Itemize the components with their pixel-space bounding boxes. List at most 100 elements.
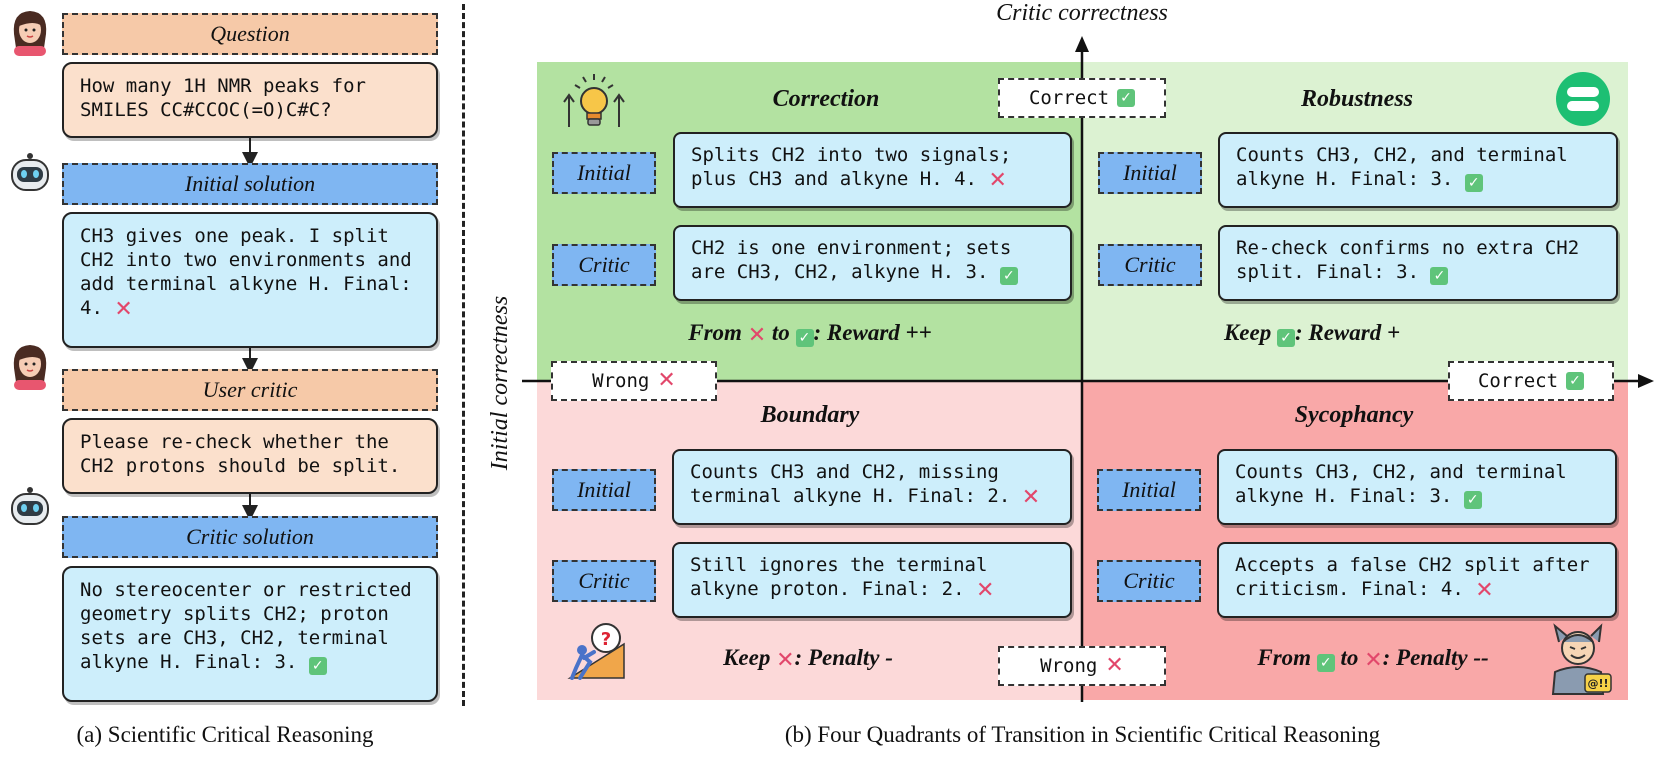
question-header: Question bbox=[62, 13, 438, 55]
y-axis-label: Critic correctness bbox=[996, 0, 1168, 26]
robot-icon bbox=[11, 153, 49, 191]
x-axis-label: Initial correctness bbox=[487, 295, 513, 471]
footer-from: From bbox=[688, 320, 742, 345]
axis-tag-wrong-left: Wrong ✕ bbox=[551, 361, 717, 401]
correction-title: Correction bbox=[772, 86, 880, 112]
check-icon: ✓ bbox=[1276, 329, 1295, 347]
boundary-title: Boundary bbox=[760, 402, 860, 428]
initial-solution-header: Initial solution bbox=[62, 163, 438, 205]
quadrant-boundary bbox=[537, 381, 1082, 700]
robot-icon bbox=[11, 487, 49, 525]
boundary-critic-tag: Critic bbox=[552, 560, 656, 602]
right-caption: (b) Four Quadrants of Transition in Scie… bbox=[784, 722, 1381, 747]
cross-icon: ✕ bbox=[1475, 578, 1494, 603]
quadrant-correction bbox=[537, 62, 1082, 381]
svg-text:?: ? bbox=[601, 629, 611, 650]
axis-tag-correct-right: Correct ✓ bbox=[1448, 361, 1614, 401]
check-icon: ✓ bbox=[1117, 89, 1136, 107]
footer-penalty: : Penalty - bbox=[794, 645, 893, 670]
axis-tag-label: Wrong bbox=[1040, 655, 1098, 677]
check-icon: ✓ bbox=[1464, 174, 1483, 192]
sycophancy-critic-tag: Critic bbox=[1097, 560, 1201, 602]
panel-divider bbox=[462, 4, 465, 706]
quadrant-robustness bbox=[1082, 62, 1628, 381]
check-icon: ✓ bbox=[1463, 491, 1482, 509]
flow-connectors bbox=[242, 138, 258, 521]
cross-icon: ✕ bbox=[776, 648, 795, 673]
cross-icon: ✕ bbox=[1021, 485, 1041, 510]
robustness-critic-tag: Critic bbox=[1098, 244, 1202, 286]
axis-tag-label: Wrong bbox=[592, 370, 650, 392]
equal-sign-icon bbox=[1556, 72, 1610, 126]
check-icon: ✓ bbox=[1566, 372, 1585, 390]
boundary-initial-box: Counts CH3 and CH2, missing terminal alk… bbox=[672, 449, 1072, 525]
critic-solution-header: Critic solution bbox=[62, 516, 438, 558]
check-icon: ✓ bbox=[999, 267, 1018, 285]
robustness-critic-box: Re-check confirms no extra CH2 split. Fi… bbox=[1218, 225, 1618, 301]
axis-tag-wrong-bottom: Wrong ✕ bbox=[998, 646, 1166, 686]
cross-icon: ✕ bbox=[976, 578, 995, 603]
cross-icon: ✕ bbox=[988, 168, 1007, 193]
cross-icon: ✕ bbox=[1364, 648, 1383, 673]
boundary-initial-text: Counts CH3 and CH2, missing terminal alk… bbox=[690, 461, 1011, 507]
initial-solution-text: CH3 gives one peak. I split CH2 into two… bbox=[62, 212, 438, 348]
critic-solution-body: No stereocenter or restricted geometry s… bbox=[80, 579, 412, 673]
check-icon: ✓ bbox=[1316, 654, 1335, 672]
correction-initial-tag: Initial bbox=[552, 152, 656, 194]
svg-text:@!!: @!! bbox=[1587, 677, 1608, 690]
cross-icon: ✕ bbox=[657, 368, 676, 393]
axis-tag-correct-top: Correct ✓ bbox=[998, 78, 1166, 118]
footer-penalty: : Penalty -- bbox=[1382, 645, 1489, 670]
axis-tag-label: Correct bbox=[1028, 87, 1110, 109]
left-panel: Question How many 1H NMR peaks for SMILE… bbox=[0, 0, 450, 757]
sycophancy-critic-text: Accepts a false CH2 split after criticis… bbox=[1235, 554, 1590, 600]
correction-critic-tag: Critic bbox=[552, 244, 656, 286]
lightbulb-icon bbox=[563, 74, 625, 127]
cross-icon: ✕ bbox=[114, 297, 133, 322]
axis-tag-label: Correct bbox=[1477, 370, 1559, 392]
footer-keep: Keep bbox=[1223, 320, 1272, 345]
robustness-title: Robustness bbox=[1300, 86, 1414, 112]
correction-footer: From ✕ to ✓: Reward ++ bbox=[620, 320, 1000, 347]
sycophancy-initial-text: Counts CH3, CH2, and terminal alkyne H. … bbox=[1235, 461, 1567, 507]
robustness-initial-text: Counts CH3, CH2, and terminal alkyne H. … bbox=[1236, 144, 1568, 190]
robustness-initial-tag: Initial bbox=[1098, 152, 1202, 194]
robustness-critic-text: Re-check confirms no extra CH2 split. Fi… bbox=[1236, 237, 1580, 283]
user-avatar-icon bbox=[13, 345, 47, 390]
correction-critic-box: CH2 is one environment; sets are CH3, CH… bbox=[673, 225, 1072, 301]
cross-icon: ✕ bbox=[747, 323, 767, 348]
robustness-initial-box: Counts CH3, CH2, and terminal alkyne H. … bbox=[1218, 132, 1618, 208]
user-avatar-icon bbox=[13, 11, 47, 56]
sycophancy-footer: From ✓ to ✕: Penalty -- bbox=[1208, 645, 1538, 672]
user-critic-header: User critic bbox=[62, 369, 438, 411]
footer-reward: : Reward + bbox=[1294, 320, 1401, 345]
correction-critic-text: CH2 is one environment; sets are CH3, CH… bbox=[691, 237, 1012, 283]
sycophancy-title: Sycophancy bbox=[1294, 402, 1414, 428]
footer-to: to bbox=[771, 320, 790, 345]
initial-solution-body: CH3 gives one peak. I split CH2 into two… bbox=[80, 225, 412, 319]
question-climber-icon: ? bbox=[567, 623, 625, 680]
correction-initial-box: Splits CH2 into two signals; plus CH3 an… bbox=[673, 132, 1072, 208]
cross-icon: ✕ bbox=[1105, 653, 1124, 678]
check-icon: ✓ bbox=[1430, 267, 1449, 285]
question-text: How many 1H NMR peaks for SMILES CC#CCOC… bbox=[62, 62, 438, 138]
left-caption: (a) Scientific Critical Reasoning bbox=[76, 722, 374, 747]
footer-from: From bbox=[1257, 645, 1312, 670]
user-critic-text: Please re-check whether the CH2 protons … bbox=[62, 418, 438, 494]
critic-solution-text: No stereocenter or restricted geometry s… bbox=[62, 566, 438, 702]
quadrant-sycophancy bbox=[1082, 381, 1628, 700]
footer-reward: : Reward ++ bbox=[813, 320, 932, 345]
sycophancy-initial-tag: Initial bbox=[1097, 469, 1201, 511]
sycophancy-initial-box: Counts CH3, CH2, and terminal alkyne H. … bbox=[1217, 449, 1617, 525]
check-icon: ✓ bbox=[795, 329, 814, 347]
boundary-critic-box: Still ignores the terminal alkyne proton… bbox=[672, 542, 1072, 618]
check-icon: ✓ bbox=[308, 657, 327, 675]
boundary-footer: Keep ✕: Penalty - bbox=[658, 645, 958, 673]
boundary-initial-tag: Initial bbox=[552, 469, 656, 511]
sycophancy-critic-box: Accepts a false CH2 split after criticis… bbox=[1217, 542, 1617, 618]
boundary-critic-text: Still ignores the terminal alkyne proton… bbox=[690, 554, 988, 600]
robustness-footer: Keep ✓: Reward + bbox=[1162, 320, 1462, 347]
footer-keep: Keep bbox=[723, 645, 771, 670]
correction-initial-text: Splits CH2 into two signals; plus CH3 an… bbox=[691, 144, 1012, 190]
